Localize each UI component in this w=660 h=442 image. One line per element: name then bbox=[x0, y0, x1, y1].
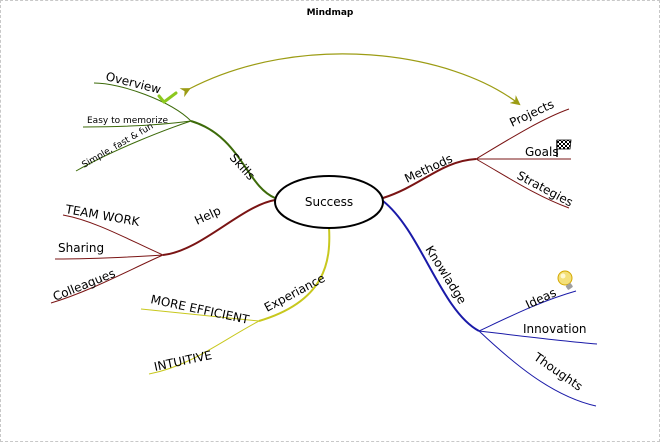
checkered-flag-icon bbox=[556, 139, 572, 157]
projects-line[interactable] bbox=[475, 108, 570, 160]
experience-label[interactable]: Experiance bbox=[262, 271, 328, 315]
methods-main-line[interactable] bbox=[382, 158, 477, 199]
ideas-label[interactable]: Ideas bbox=[523, 285, 558, 311]
skills-main-line[interactable] bbox=[190, 120, 276, 199]
branch-methods: Methods Projects Goals Strategies bbox=[382, 97, 576, 209]
simple-label[interactable]: Simple, fast & fun bbox=[81, 122, 156, 171]
overview-line[interactable] bbox=[93, 82, 192, 122]
intuitive-line[interactable] bbox=[148, 320, 260, 375]
teamwork-label[interactable]: TEAM WORK bbox=[63, 202, 141, 229]
relationship-arrow[interactable] bbox=[179, 53, 521, 106]
methods-label[interactable]: Methods bbox=[402, 151, 454, 185]
center-label[interactable]: Success bbox=[305, 195, 353, 209]
innovation-line[interactable] bbox=[478, 330, 598, 345]
help-label[interactable]: Help bbox=[192, 203, 223, 227]
strategies-label[interactable]: Strategies bbox=[515, 168, 576, 209]
colleagues-label[interactable]: Colleagues bbox=[51, 266, 117, 304]
help-main-line[interactable] bbox=[162, 199, 276, 256]
colleagues-line[interactable] bbox=[50, 254, 164, 304]
memorize-line[interactable] bbox=[82, 120, 192, 128]
knowledge-main-line[interactable] bbox=[382, 200, 480, 332]
sharing-label[interactable]: Sharing bbox=[58, 241, 104, 255]
lightbulb-icon bbox=[557, 270, 573, 290]
sharing-line[interactable] bbox=[54, 254, 164, 260]
intuitive-label[interactable]: INTUITIVE bbox=[153, 348, 213, 374]
experience-main-line[interactable] bbox=[258, 226, 331, 322]
strategies-line[interactable] bbox=[475, 158, 570, 209]
innovation-label[interactable]: Innovation bbox=[523, 322, 587, 336]
memorize-label[interactable]: Easy to memorize bbox=[87, 116, 168, 126]
branch-skills: Skills Overview Easy to memorize Simple,… bbox=[75, 69, 276, 199]
thoughts-line[interactable] bbox=[478, 330, 597, 407]
center-node[interactable]: Success bbox=[274, 175, 384, 229]
simple-line[interactable] bbox=[75, 120, 192, 172]
goals-label[interactable]: Goals bbox=[525, 145, 559, 159]
checkmark-icon bbox=[157, 91, 178, 104]
teamwork-line[interactable] bbox=[62, 214, 164, 256]
efficient-line[interactable] bbox=[140, 308, 260, 322]
efficient-label[interactable]: MORE EFFICIENT bbox=[149, 292, 251, 327]
branch-experience: Experiance MORE EFFICIENT INTUITIVE bbox=[140, 226, 331, 375]
branch-help: Help TEAM WORK Sharing Colleagues bbox=[50, 199, 276, 304]
branch-knowledge: Knowladge Ideas Innovation Thoughts bbox=[382, 200, 598, 407]
overview-label[interactable]: Overview bbox=[104, 69, 162, 96]
thoughts-label[interactable]: Thoughts bbox=[530, 349, 585, 393]
diagram-title: Mindmap bbox=[307, 8, 354, 18]
ideas-line[interactable] bbox=[478, 290, 577, 332]
projects-label[interactable]: Projects bbox=[507, 97, 556, 130]
